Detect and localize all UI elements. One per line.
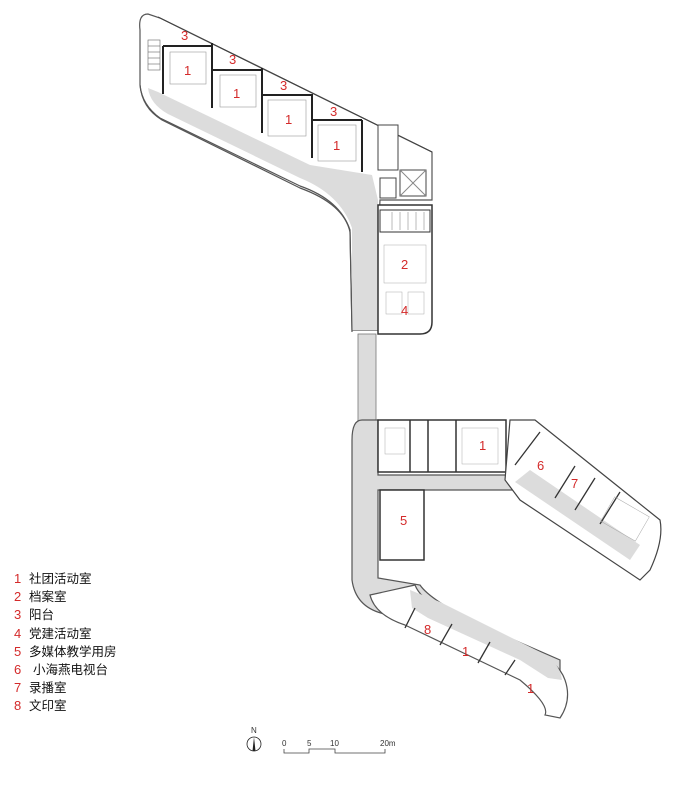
scale-tick: 10 [330,739,339,748]
legend-item: 5 多媒体教学用房 [14,643,117,661]
room-label: 1 [462,644,469,659]
scale-tick: 20m [380,739,396,748]
room-label: 7 [571,476,578,491]
legend-item: 1 社团活动室 [14,570,117,588]
room-label: 1 [233,86,240,101]
scale-tick: 0 [282,739,287,748]
scale-bar: 0 5 10 20m [282,739,396,754]
room-label: 3 [181,28,188,43]
legend-label: 多媒体教学用房 [29,643,117,659]
room-label: 4 [401,303,408,318]
legend-number: 6 [14,662,22,678]
legend-number: 1 [14,571,22,586]
room-label: 1 [479,438,486,453]
legend-number: 2 [14,589,22,605]
room-label: 2 [401,257,408,272]
room-labels: 3 3 3 3 1 1 1 1 2 4 1 6 7 5 8 1 1 [181,28,578,696]
legend-item: 4 党建活动室 [14,625,117,643]
room-label: 1 [527,681,534,696]
legend: 1 社团活动室 2 档案室 3 阳台 4 党建活动室 5 多媒体教学用房 6 小海燕电视台… [14,570,117,716]
room-label: 3 [229,52,236,67]
legend-number: 7 [14,680,22,696]
legend-number: 4 [14,625,22,641]
legend-item: 7 录播室 [14,679,117,697]
legend-label: 文印室 [29,698,67,714]
room-label: 3 [330,104,337,119]
north-wing [139,13,433,333]
legend-item: 8 文印室 [14,697,117,715]
legend-label: 党建活动室 [29,625,92,641]
legend-item: 3 阳台 [14,606,117,624]
legend-item: 2 档案室 [14,588,117,606]
north-arrow: N [246,726,262,752]
legend-label: 社团活动室 [29,571,92,586]
legend-number: 3 [14,607,22,623]
desk-grids [169,51,357,162]
legend-item: 6 小海燕电视台 [14,661,117,679]
room-label: 1 [184,63,191,78]
archive-block [357,204,433,425]
room-label: 8 [424,622,431,637]
room-label: 1 [285,112,292,127]
legend-label: 录播室 [29,680,67,696]
room-label: 1 [333,138,340,153]
legend-label: 阳台 [29,607,55,623]
legend-label: 小海燕电视台 [29,662,108,678]
south-wing [369,584,569,719]
room-label: 6 [537,458,544,473]
legend-number: 5 [14,643,22,659]
room-label: 5 [400,513,407,528]
north-label: N [251,726,257,735]
legend-number: 8 [14,698,22,714]
room-label: 3 [280,78,287,93]
scale-tick: 5 [307,739,312,748]
legend-label: 档案室 [29,589,67,605]
